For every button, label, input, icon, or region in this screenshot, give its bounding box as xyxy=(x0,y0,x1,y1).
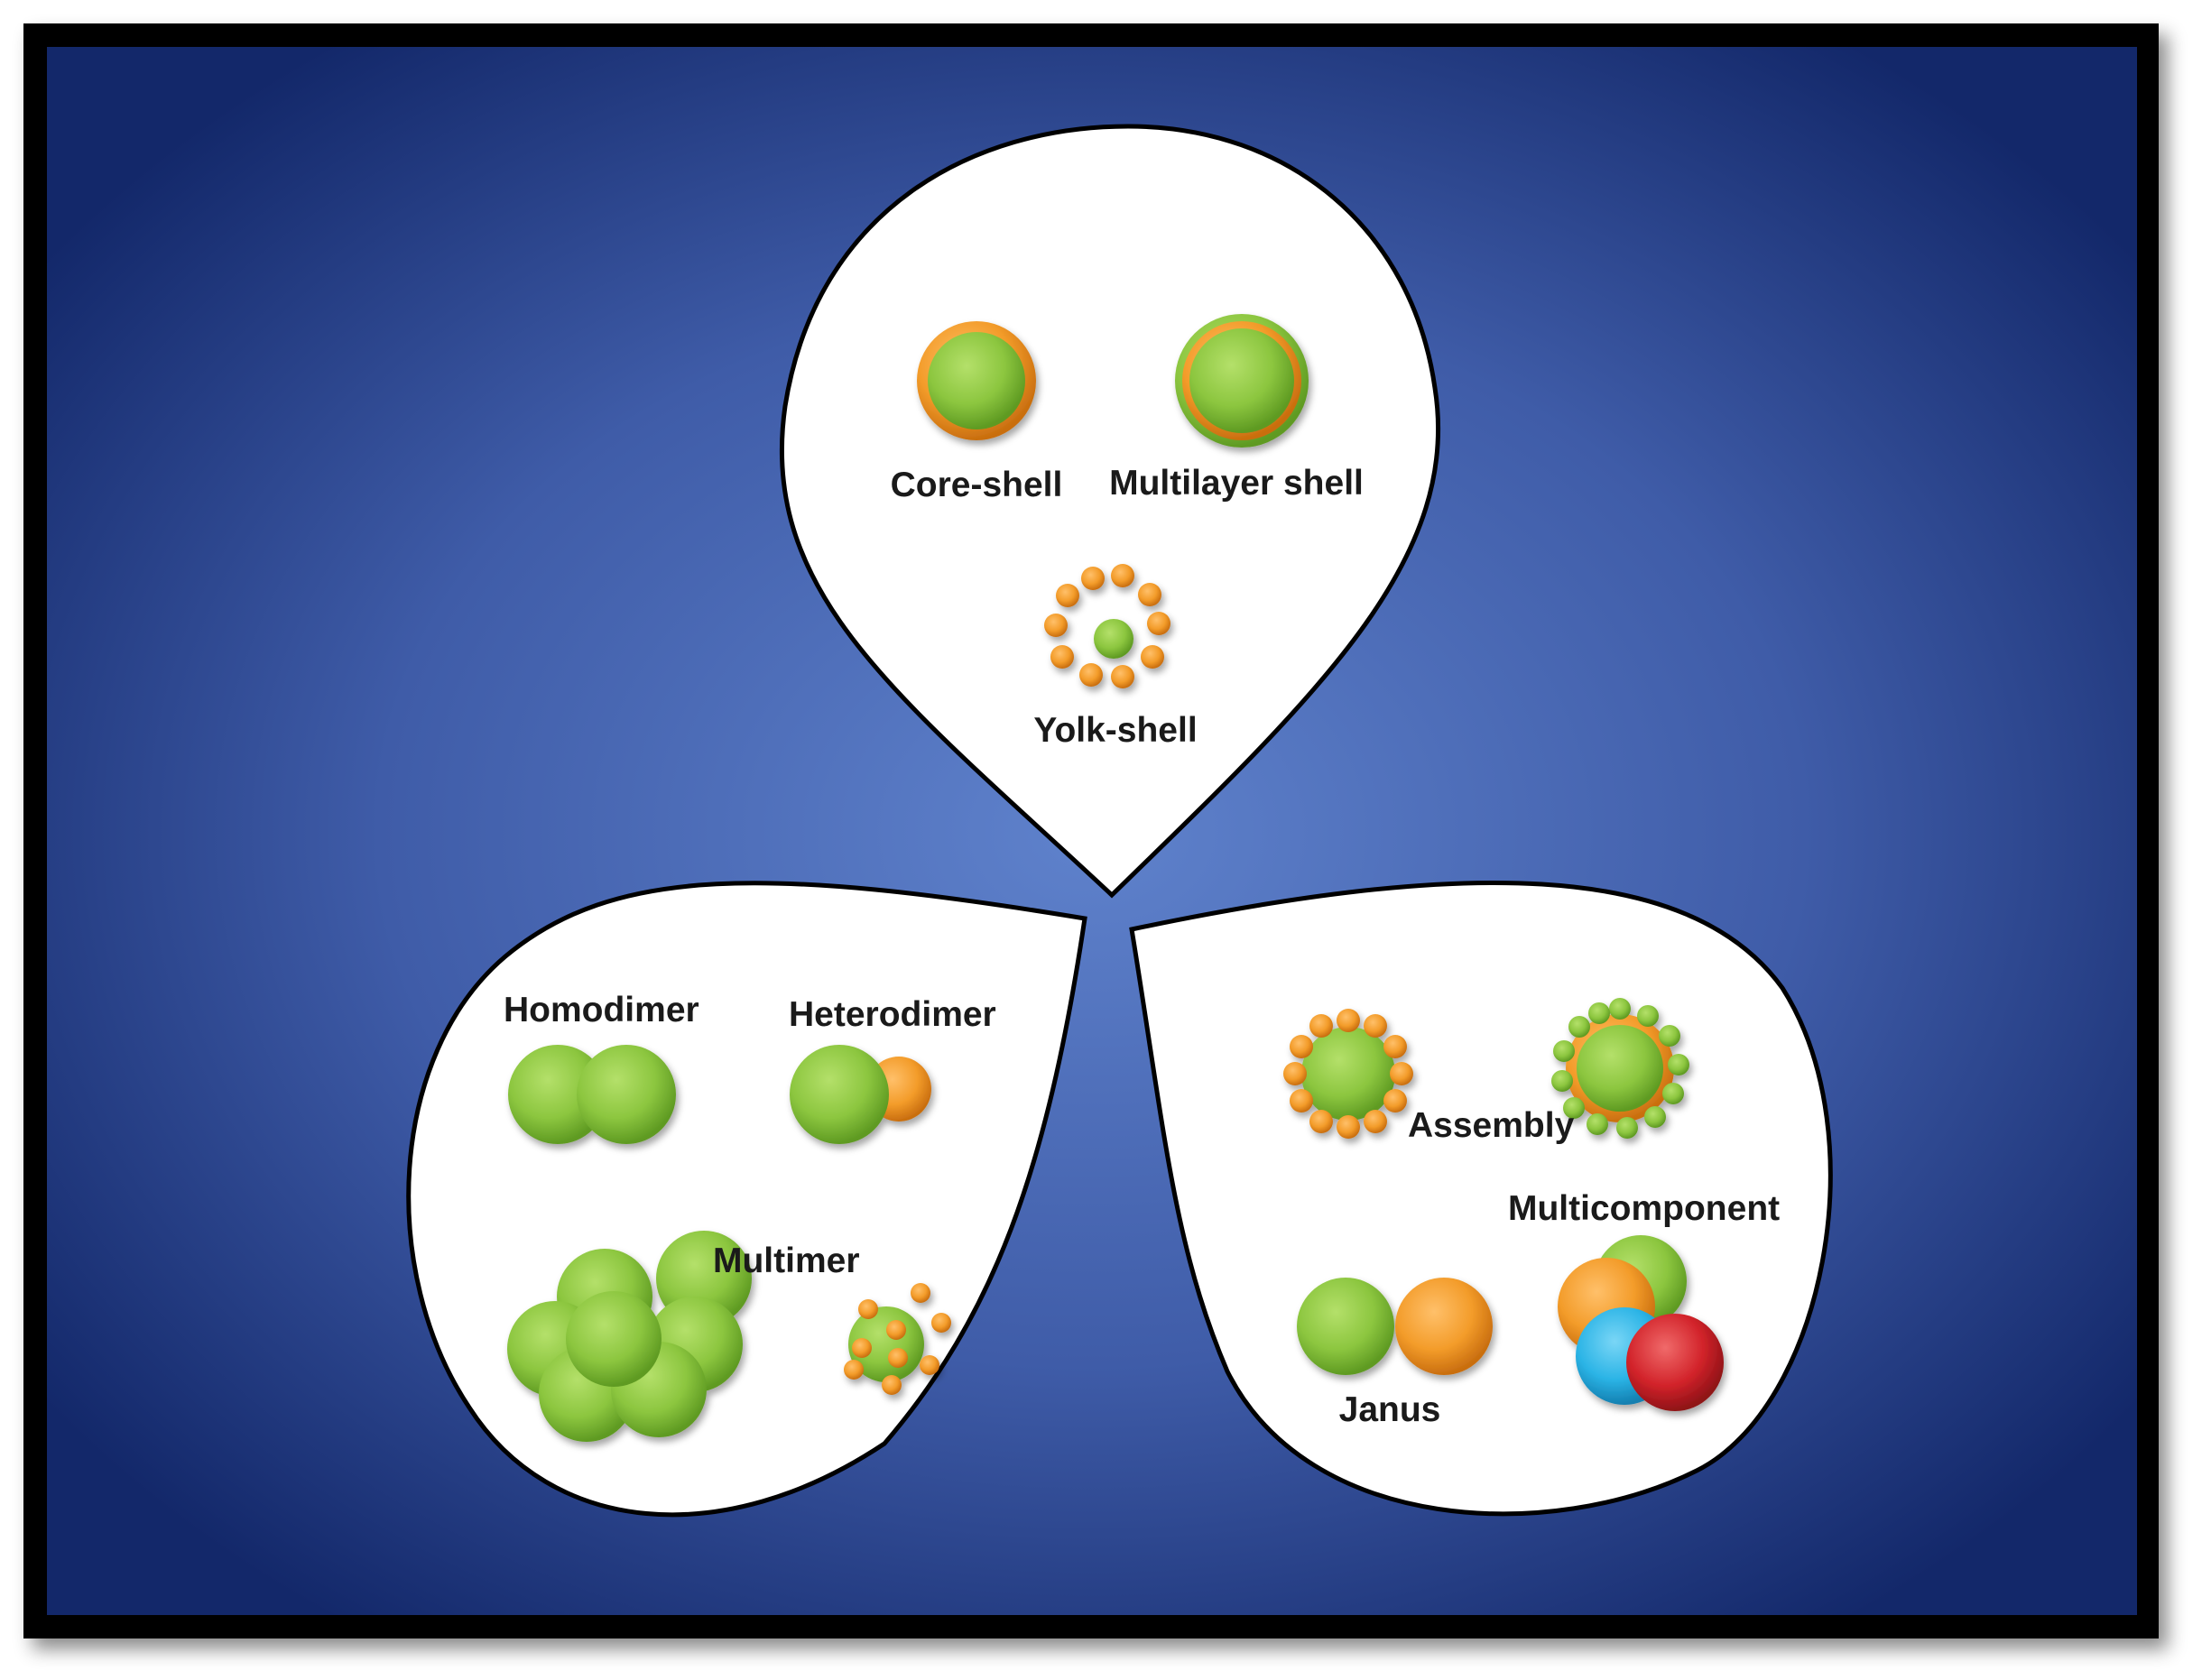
top-teardrop-panel xyxy=(779,124,1441,899)
heterodimer-particle xyxy=(790,1045,931,1144)
assembly-orange-particle xyxy=(1283,1009,1413,1139)
janus-particle xyxy=(1297,1278,1493,1375)
label-multimer: Multimer xyxy=(713,1242,860,1280)
label-core-shell: Core-shell xyxy=(891,466,1063,504)
label-multicomponent: Multicomponent xyxy=(1508,1189,1780,1228)
multicomponent-particle xyxy=(1558,1235,1724,1411)
label-multilayer-shell: Multilayer shell xyxy=(1109,464,1364,503)
decorated-multimer-particle xyxy=(844,1283,951,1395)
label-heterodimer: Heterodimer xyxy=(789,995,996,1034)
label-assembly: Assembly xyxy=(1408,1106,1575,1145)
label-homodimer: Homodimer xyxy=(504,991,699,1029)
label-janus: Janus xyxy=(1339,1390,1441,1429)
core-shell-particle xyxy=(917,321,1036,440)
assembly-green-particle xyxy=(1551,998,1689,1139)
multimer-particle xyxy=(507,1231,752,1442)
yolk-shell-particle xyxy=(1044,564,1170,688)
homodimer-particle xyxy=(508,1045,676,1144)
label-yolk-shell: Yolk-shell xyxy=(1033,711,1197,750)
multilayer-shell-particle xyxy=(1175,314,1309,448)
